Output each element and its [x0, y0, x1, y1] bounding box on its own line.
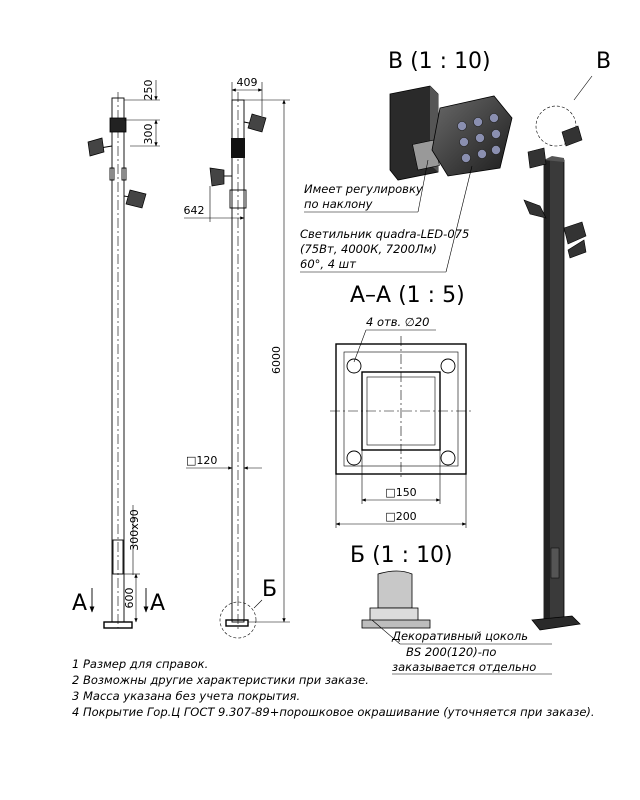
plinth-pole-stub: [377, 570, 413, 609]
callout-tilt-2: по наклону: [304, 197, 373, 211]
callout-plinth-2: BS 200(120)-по: [406, 645, 496, 659]
dim-top-250: 250: [142, 80, 155, 101]
view-b: Б (1 : 10) Декоративный цоколь BS 200(12…: [350, 543, 552, 675]
mounting-holes: [346, 358, 456, 466]
side-base-plate: [225, 619, 249, 627]
view-v-title: В (1 : 10): [388, 49, 491, 74]
front-bracket-2: [121, 167, 127, 181]
side-bracket: [229, 189, 247, 209]
view-v: В (1 : 10) Имеет регулировку по наклону …: [300, 49, 513, 273]
dim-outer-200: □200: [385, 510, 416, 523]
side-luminaire-upper: [243, 113, 267, 133]
pole-3d-view: В: [523, 49, 611, 631]
dim-offset-409: 409: [237, 76, 258, 89]
section-mark-right: А: [150, 591, 165, 616]
dim-door-300x90: 300х90: [128, 509, 141, 551]
detail-b-circle: [219, 601, 257, 639]
dim-gap-300: 300: [142, 124, 155, 145]
note-2: 2 Возможны другие характеристики при зак…: [72, 673, 369, 687]
dim-height-6000: 6000: [270, 346, 283, 374]
front-luminaire-upper: [87, 137, 113, 157]
side-view: Б 409 642 6000 □120: [184, 76, 290, 639]
front-bracket-1: [109, 167, 115, 181]
callout-tilt-1: Имеет регулировку: [304, 182, 423, 196]
view-aa-title: А–А (1 : 5): [350, 283, 465, 308]
front-view: 250 300 300х90 600 А А: [72, 80, 165, 629]
view-aa: А–А (1 : 5) 4 отв. ∅20 □150 □200: [330, 283, 472, 528]
callout-lum-2: (75Вт, 4000К, 7200Лм): [300, 242, 437, 256]
dim-base-600: 600: [123, 588, 136, 609]
note-4: 4 Покрытие Гор.Ц ГОСТ 9.307-89+порошково…: [72, 705, 595, 719]
side-junction-block: [231, 138, 245, 158]
front-base-plate: [103, 621, 133, 629]
note-1: 1 Размер для справок.: [72, 657, 208, 671]
callout-lum-1: Светильник quadra-LED-075: [300, 227, 469, 241]
note-3: 3 Масса указана без учета покрытия.: [72, 689, 300, 703]
dim-inner-150: □150: [385, 486, 416, 499]
plinth-base: [361, 619, 431, 629]
notes: 1 Размер для справок. 2 Возможны другие …: [72, 657, 595, 719]
callout-lum-3: 60°, 4 шт: [300, 257, 356, 271]
front-luminaire-lower: [123, 189, 147, 209]
view-v-marker: В: [596, 49, 611, 74]
section-mark-left: А: [72, 591, 87, 616]
pole-3d-luminaires: [523, 125, 587, 259]
luminaire-detail: [389, 85, 513, 181]
callout-plinth-1: Декоративный цоколь: [391, 629, 528, 643]
front-service-door: [112, 539, 124, 575]
front-junction-block: [109, 117, 127, 133]
dim-pole-120: □120: [186, 454, 217, 467]
holes-callout: 4 отв. ∅20: [366, 315, 429, 329]
side-luminaire-lower: [209, 167, 232, 187]
detail-b-marker: Б: [262, 577, 277, 602]
callout-plinth-3: заказывается отдельно: [392, 660, 536, 674]
pole-3d-base: [531, 615, 581, 631]
detail-v-circle: [535, 105, 577, 147]
view-b-title: Б (1 : 10): [350, 543, 453, 568]
dim-reach-642: 642: [184, 204, 205, 217]
